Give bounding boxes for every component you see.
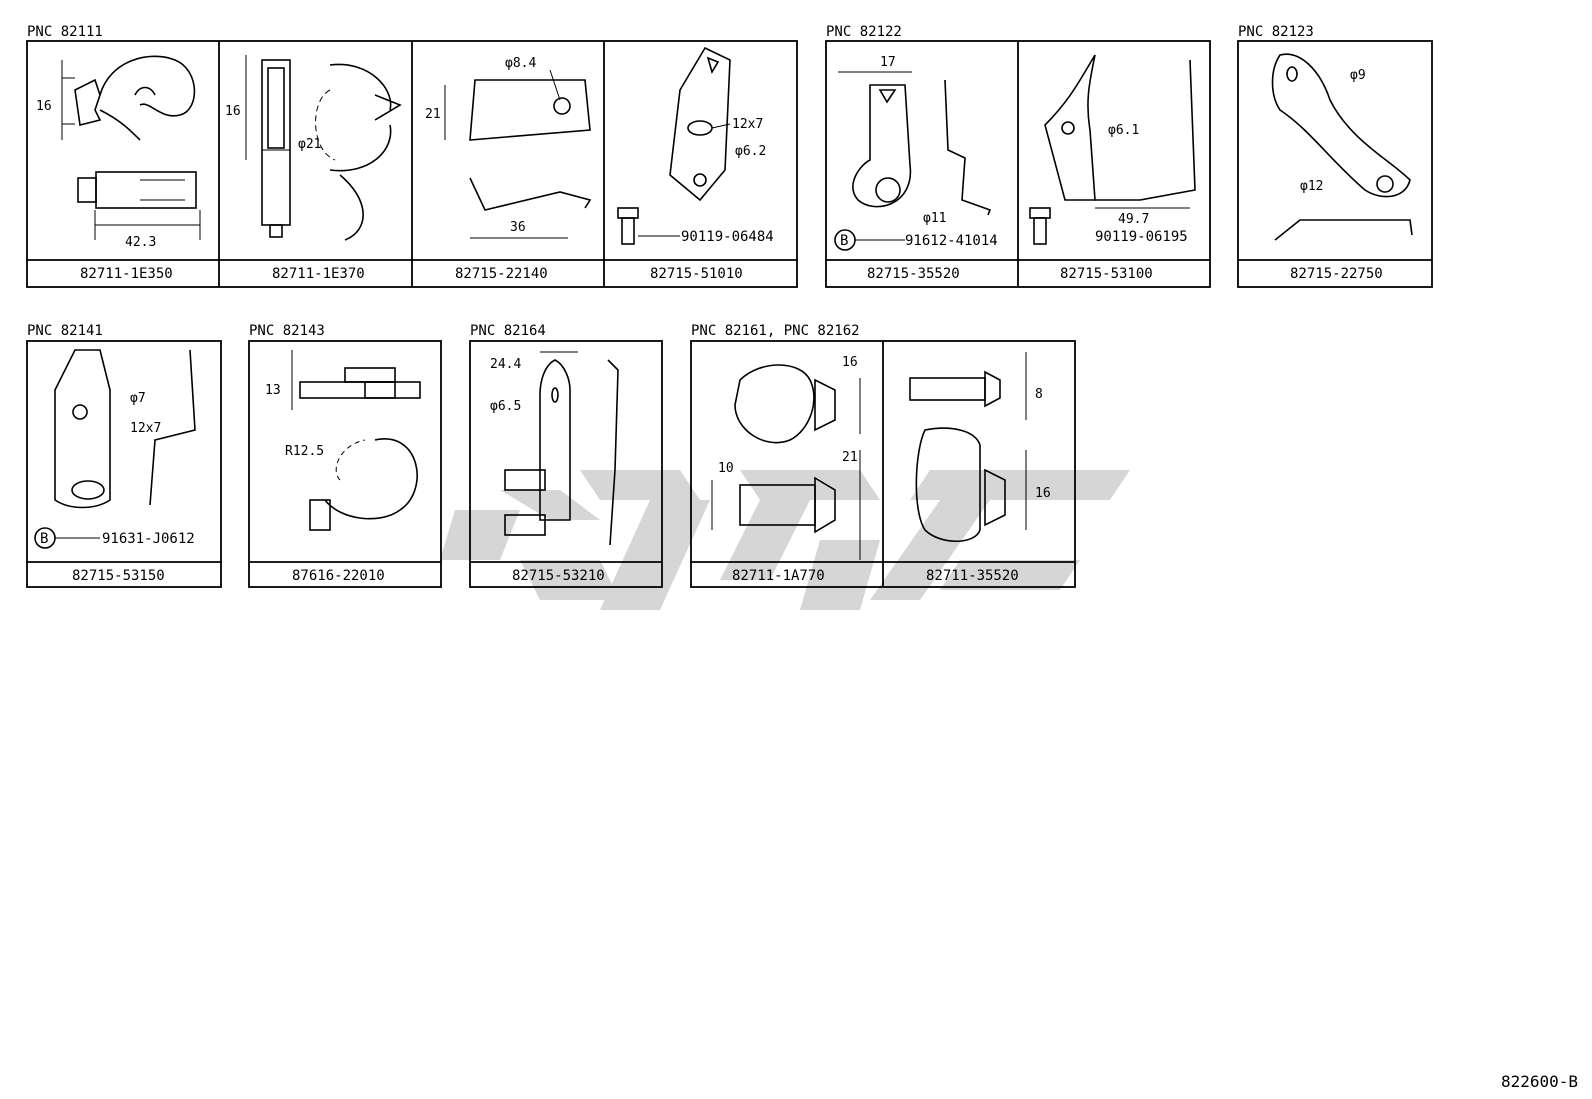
dimension-label: 36 bbox=[510, 220, 526, 235]
dimension-label: 16 bbox=[225, 104, 241, 119]
part-number[interactable]: 82711-1A770 bbox=[732, 568, 825, 584]
clip-drawing-82715-53210 bbox=[504, 351, 619, 546]
clip-drawing-82715-22140 bbox=[444, 69, 592, 239]
dimension-label: φ6.1 bbox=[1108, 123, 1139, 138]
bolt-part-number[interactable]: 90119-06484 bbox=[681, 229, 774, 245]
b-symbol: B bbox=[40, 531, 48, 547]
pnc-label: PNC 82161, PNC 82162 bbox=[691, 323, 860, 339]
group-82111-frame bbox=[26, 40, 798, 288]
dimension-label: 12x7 bbox=[130, 421, 161, 436]
part-number[interactable]: 82715-51010 bbox=[650, 266, 743, 282]
dimension-label: 10 bbox=[718, 461, 734, 476]
group-82161-82162-frame bbox=[690, 340, 1076, 588]
clip-part-number[interactable]: 91612-41014 bbox=[905, 233, 998, 249]
dimension-label: R12.5 bbox=[285, 444, 324, 459]
pnc-label: PNC 82111 bbox=[27, 24, 103, 40]
dimension-label: φ8.4 bbox=[505, 56, 536, 71]
pnc-label: PNC 82143 bbox=[249, 323, 325, 339]
pnc-label: PNC 82164 bbox=[470, 323, 546, 339]
clip-drawing-82711-1A770 bbox=[711, 364, 861, 560]
part-number[interactable]: 82715-22140 bbox=[455, 266, 548, 282]
dimension-label: 21 bbox=[842, 450, 858, 465]
dimension-label: 17 bbox=[880, 55, 896, 70]
part-number[interactable]: 82715-35520 bbox=[867, 266, 960, 282]
dimension-label: 42.3 bbox=[125, 235, 156, 250]
pnc-label: PNC 82123 bbox=[1238, 24, 1314, 40]
clip-drawing-82715-35520 bbox=[834, 71, 992, 251]
clip-drawing-82711-1E350 bbox=[61, 55, 201, 240]
bolt-part-number[interactable]: 90119-06195 bbox=[1095, 229, 1188, 245]
dimension-label: 13 bbox=[265, 383, 281, 398]
pnc-label: PNC 82141 bbox=[27, 323, 103, 339]
dimension-label: 8 bbox=[1035, 387, 1043, 402]
group-82122-frame bbox=[825, 40, 1211, 288]
dimension-label: φ12 bbox=[1300, 179, 1323, 194]
b-symbol: B bbox=[840, 233, 848, 249]
clip-drawing-82711-1E370 bbox=[245, 55, 402, 241]
part-number[interactable]: 82715-53210 bbox=[512, 568, 605, 584]
dimension-label: 24.4 bbox=[490, 357, 521, 372]
group-82123-frame bbox=[1237, 40, 1433, 288]
group-82164-frame bbox=[469, 340, 663, 588]
part-number[interactable]: 82711-1E370 bbox=[272, 266, 365, 282]
group-82141-frame bbox=[26, 340, 222, 588]
dimension-label: φ21 bbox=[298, 137, 321, 152]
dimension-label: 16 bbox=[1035, 486, 1051, 501]
dimension-label: 16 bbox=[842, 355, 858, 370]
dimension-label: φ9 bbox=[1350, 68, 1366, 83]
dimension-label: 12x7 bbox=[732, 117, 763, 132]
dimension-label: φ11 bbox=[923, 211, 946, 226]
clip-part-number[interactable]: 91631-J0612 bbox=[102, 531, 195, 547]
dimension-label: φ7 bbox=[130, 391, 146, 406]
part-number[interactable]: 87616-22010 bbox=[292, 568, 385, 584]
dimension-label: 16 bbox=[36, 99, 52, 114]
clip-drawing-87616-22010 bbox=[291, 350, 421, 531]
group-82143-frame bbox=[248, 340, 442, 588]
part-number[interactable]: 82715-53150 bbox=[72, 568, 165, 584]
part-number[interactable]: 82711-35520 bbox=[926, 568, 1019, 584]
part-number[interactable]: 82711-1E350 bbox=[80, 266, 173, 282]
dimension-label: φ6.5 bbox=[490, 399, 521, 414]
clip-drawing-82711-35520 bbox=[909, 352, 1027, 542]
clip-drawing-82715-53100 bbox=[1029, 54, 1196, 245]
part-number[interactable]: 82715-53100 bbox=[1060, 266, 1153, 282]
clip-drawing-82715-22750 bbox=[1271, 53, 1413, 241]
diagram-code: 822600-B bbox=[1501, 1072, 1578, 1091]
dimension-label: 49.7 bbox=[1118, 212, 1149, 227]
dimension-label: 21 bbox=[425, 107, 441, 122]
clip-drawing-82715-53150 bbox=[34, 349, 196, 549]
dimension-label: φ6.2 bbox=[735, 144, 766, 159]
pnc-label: PNC 82122 bbox=[826, 24, 902, 40]
clip-drawing-82715-51010 bbox=[617, 46, 731, 245]
part-number[interactable]: 82715-22750 bbox=[1290, 266, 1383, 282]
